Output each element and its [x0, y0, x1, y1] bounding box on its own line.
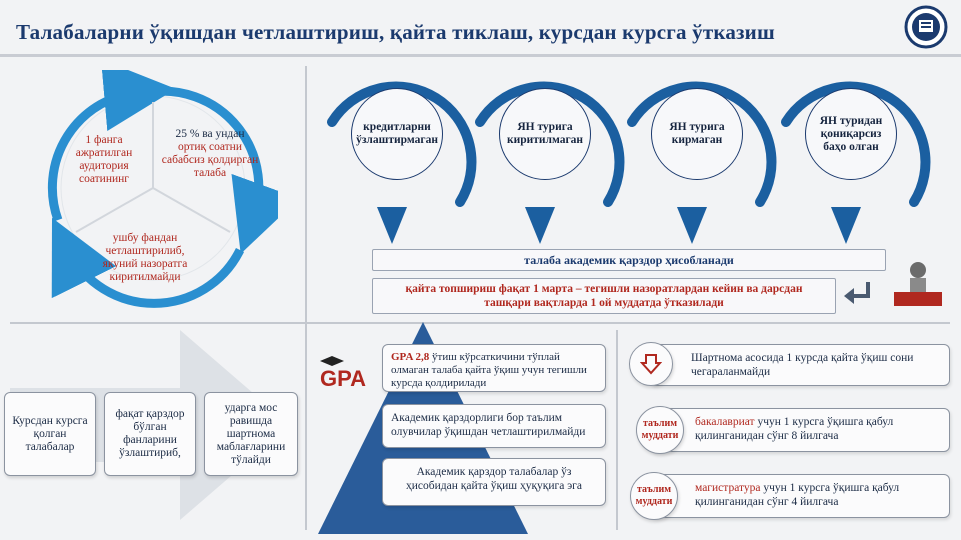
- down-arrow-2-icon: [525, 207, 555, 244]
- cycle-segment-2: 25 % ва ундан ортиқ соатни сабабсиз қолд…: [160, 128, 260, 180]
- page-title: Талабаларни ўқишдан четлаштириш, қайта т…: [16, 20, 775, 44]
- down-arrow-4-icon: [831, 207, 861, 244]
- circle-final-exam-2: ЯН турига кирмаган: [651, 88, 743, 180]
- cycle-segment-1: 1 фанга ажратилган аудитория соатининг: [75, 134, 133, 185]
- card-repeat-students: Курсдан курсга қолган талабалар: [4, 392, 96, 476]
- retake-bar: қайта топшириш фақат 1 марта – тегишли н…: [372, 278, 836, 314]
- bachelor-label: бакалавриат: [695, 416, 755, 428]
- cycle-arrow-left: [47, 70, 176, 222]
- arc-2: [475, 81, 625, 207]
- gpa-box-not-expelled: Академик қарздорлиги бор таълим олувчила…: [382, 404, 606, 448]
- down-arrow-pill: [629, 342, 673, 386]
- row-bachelor-duration: бакалавриат учун 1 курсга ўқишга қабул қ…: [650, 408, 950, 452]
- graduate-figure-icon: [894, 262, 942, 306]
- gpa-logo-text: GPA: [320, 366, 366, 390]
- circle-final-exam-3: ЯН туридан қониқарсиз баҳо олган: [805, 88, 897, 180]
- vertical-divider-left: [305, 66, 307, 530]
- vertical-divider-right: [616, 330, 618, 530]
- row-contract-unlimited: Шартнома асосида 1 курсда қайта ўқиш сон…: [650, 344, 950, 386]
- gpa-box-threshold: GPA 2,8 ўтиш кўрсаткичини тўплай олмаган…: [382, 344, 606, 392]
- circles-arrow-diagram: [327, 81, 931, 244]
- down-arrow-1-icon: [377, 207, 407, 244]
- return-arrow-icon: [844, 282, 870, 304]
- cycle-diagram: [47, 70, 278, 308]
- cycle-segment-2-highlight: 25 % ва ундан: [175, 128, 245, 140]
- master-label: магистратура: [695, 482, 761, 494]
- cycle-arrow-bottom: [51, 217, 245, 308]
- master-duration-text: учун 1 курсга ўқишга қабул қилинганидан …: [695, 482, 900, 508]
- study-duration-pill-2: таълим муддати: [630, 472, 678, 520]
- horizontal-divider: [10, 322, 950, 324]
- arc-3: [627, 81, 777, 207]
- row-master-duration: магистратура учун 1 курсга ўқишга қабул …: [650, 474, 950, 518]
- down-arrow-3-icon: [677, 207, 707, 244]
- university-logo-icon: [904, 5, 948, 49]
- circle-credits: кредитларни ўзлаштирмаган: [351, 88, 443, 180]
- arc-1: [327, 81, 477, 207]
- gpa-value: GPA 2,8: [391, 351, 430, 363]
- debtor-bar: талаба академик қарздор ҳисобланади: [372, 249, 886, 271]
- gpa-threshold-text: ўтиш кўрсаткичини тўплай олмаган талаба …: [391, 351, 587, 389]
- cycle-arrow-right: [149, 86, 278, 254]
- card-contract-payment: ударга мос равишда шартнома маблағларини…: [204, 392, 298, 476]
- gpa-logo-icon: GPA: [320, 356, 366, 390]
- cycle-segment-2-rest: ортиқ соатни сабабсиз қолдирган талаба: [161, 141, 259, 179]
- down-arrow-outline-icon: [640, 354, 662, 375]
- bachelor-duration-text: учун 1 курсга ўқишга қабул қилинганидан …: [695, 416, 894, 442]
- card-debt-subjects: фақат қарздор бўлган фанларини ўзлаштири…: [104, 392, 196, 476]
- cycle-segment-3: ушбу фандан четлаштирилиб, якуний назора…: [102, 232, 188, 283]
- study-duration-pill-1: таълим муддати: [636, 406, 684, 454]
- circle-final-exam-1: ЯН турига киритилмаган: [499, 88, 591, 180]
- arc-4: [781, 81, 931, 207]
- header-divider: [0, 54, 961, 57]
- gpa-box-self-funded: Академик қарздор талабалар ўз ҳисобидан …: [382, 458, 606, 506]
